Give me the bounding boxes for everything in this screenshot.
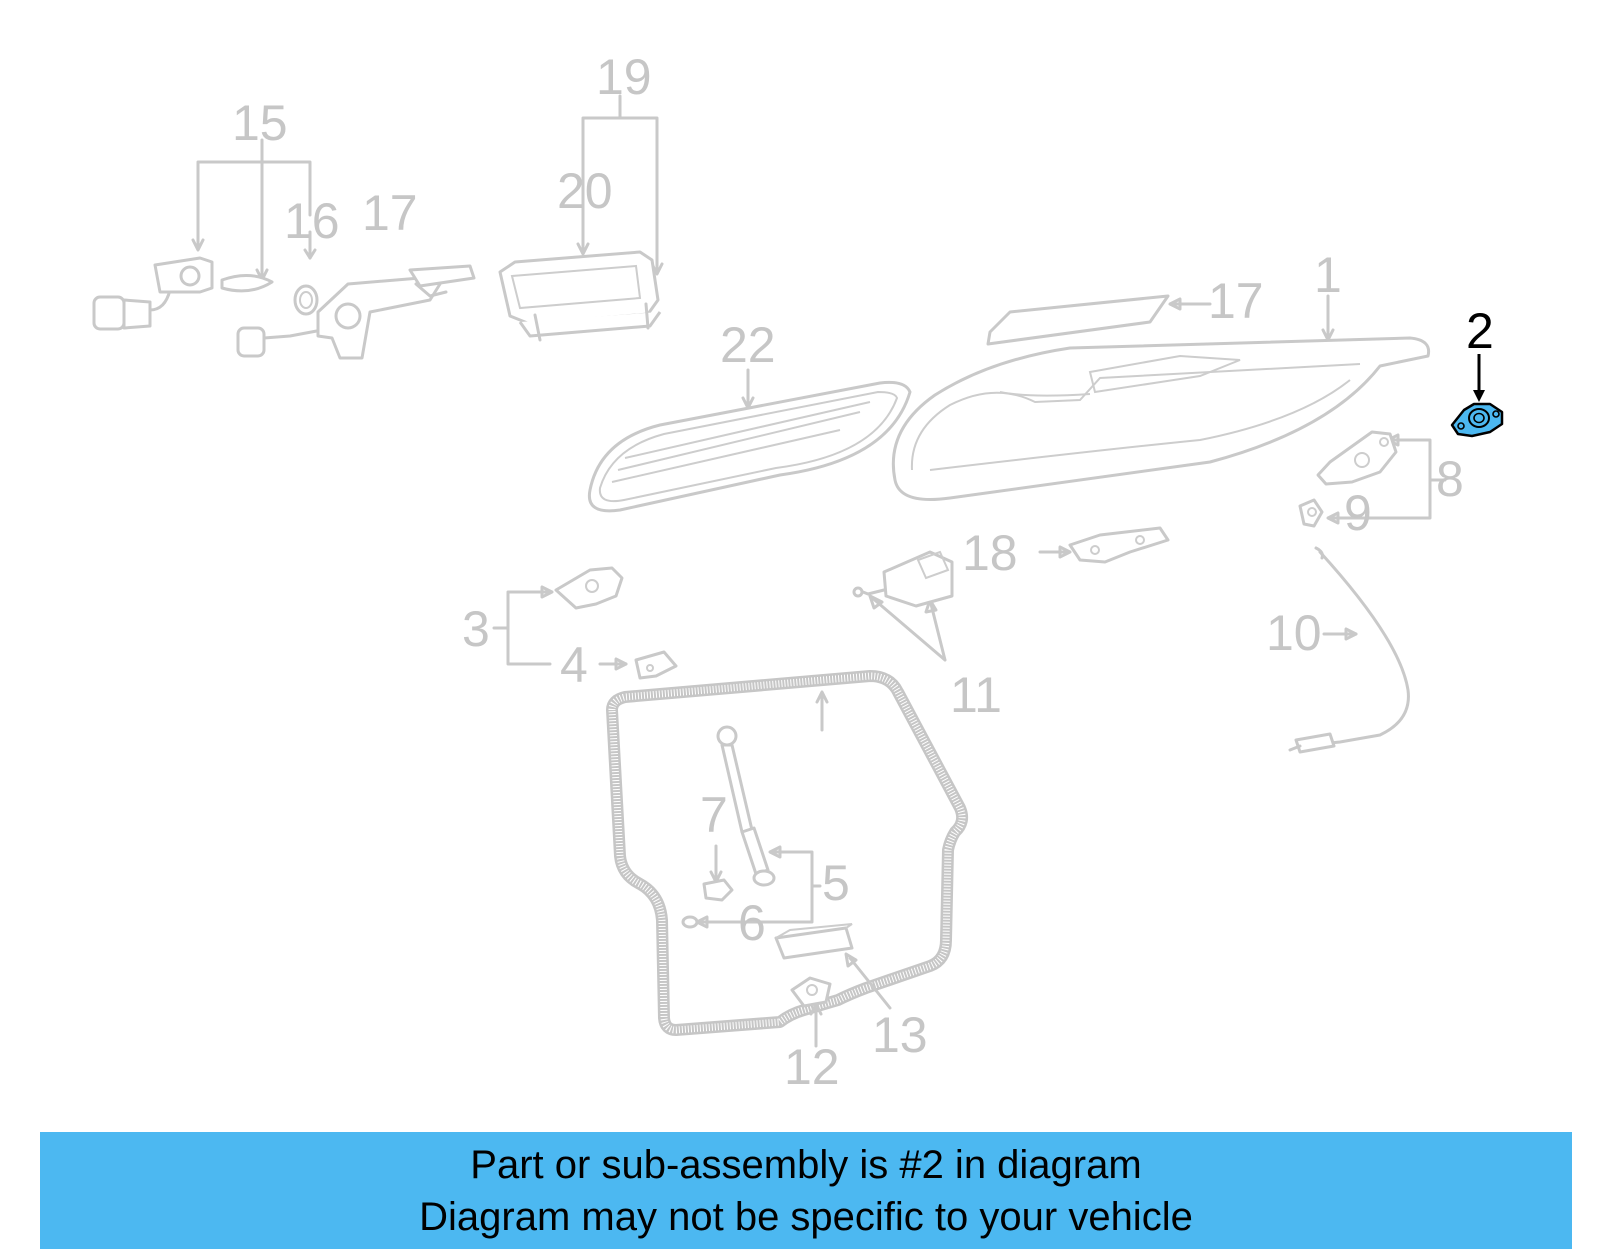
- part-lock-actuator: [852, 550, 954, 662]
- info-banner: Part or sub-assembly is #2 in diagram Di…: [40, 1132, 1572, 1249]
- callout-12: 12: [784, 1039, 840, 1095]
- callout-18: 18: [962, 525, 1018, 581]
- banner-disclaimer: Diagram may not be specific to your vehi…: [419, 1194, 1193, 1239]
- part-lift-gate: [891, 294, 1431, 502]
- callout-15: 16: [284, 193, 340, 249]
- callout-6: 6: [738, 895, 766, 951]
- callout-labels: 15 16 17 19 20 22 17 1 2 8 9 18 10 3 4 1…: [232, 49, 1494, 1095]
- part-striker-hinge: [492, 566, 678, 680]
- part-2-highlighted: [1450, 354, 1504, 438]
- part-support-strut: [681, 725, 822, 929]
- part-bracket-18: [1038, 526, 1170, 564]
- callout-4: 4: [560, 637, 588, 693]
- part-handle-garnish: [498, 94, 664, 342]
- callout-1: 1: [1314, 247, 1342, 303]
- callout-14: 15: [232, 95, 288, 151]
- callout-11: 11: [950, 667, 1002, 723]
- callout-17: 17: [1208, 273, 1264, 329]
- callout-13: 13: [872, 1007, 928, 1063]
- banner-part-notice: Part or sub-assembly is #2 in diagram: [470, 1142, 1142, 1187]
- part-latch-assembly: [1298, 430, 1447, 528]
- callout-8: 8: [1436, 451, 1464, 507]
- part-weatherstrip: [606, 670, 969, 1036]
- callout-9: 9: [1344, 485, 1372, 541]
- callout-22: 22: [720, 317, 776, 373]
- part-back-glass: [587, 368, 912, 513]
- callout-2: 2: [1466, 303, 1494, 359]
- part-lock-cylinder-assembly: [92, 138, 476, 360]
- callout-16: 17: [362, 185, 418, 241]
- callout-5: 5: [822, 855, 850, 911]
- callout-20: 20: [557, 163, 613, 219]
- part-lower-latch: [774, 923, 892, 1048]
- part-spoiler-light: [986, 294, 1212, 346]
- callout-10: 10: [1266, 605, 1322, 661]
- callout-19: 19: [596, 49, 652, 105]
- part-release-cable: [1288, 546, 1410, 754]
- callout-3: 3: [462, 601, 490, 657]
- callout-7: 7: [700, 787, 728, 843]
